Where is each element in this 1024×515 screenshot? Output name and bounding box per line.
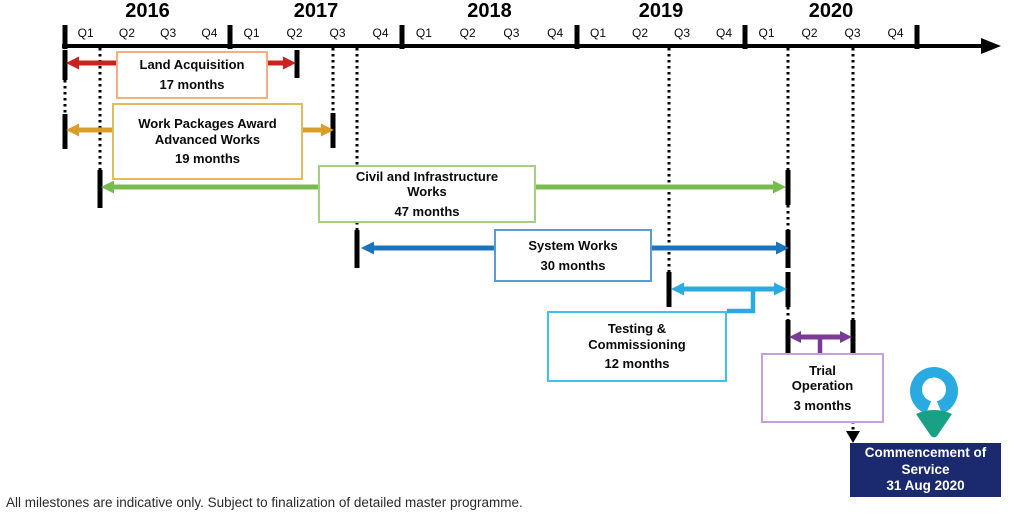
phase-title: System Works (528, 237, 618, 253)
phase-duration: 19 months (174, 151, 240, 167)
quarter-label: Q1 (243, 26, 260, 40)
phase-title: Work Packages Award (138, 116, 277, 132)
quarter-label: Q3 (160, 26, 177, 40)
quarter-label: Q3 (329, 26, 346, 40)
phase-duration: 30 months (540, 257, 606, 273)
quarter-label: Q4 (372, 26, 389, 40)
phase-title: Testing & (607, 321, 667, 337)
quarters-2017: Q1 Q2 Q3 Q4 (230, 26, 402, 40)
phase-duration: 17 months (159, 77, 225, 92)
service-milestone-arrow (846, 431, 860, 443)
phase-box-trial-operation: Trial Operation 3 months (761, 353, 884, 423)
year-label-2020: 2020 (808, 0, 854, 22)
quarter-label: Q4 (715, 26, 732, 40)
phase-box-system-works: System Works 30 months (494, 229, 652, 282)
phase-title: Advanced Works (154, 131, 261, 147)
phase-title: Land Acquisition (139, 57, 245, 73)
quarter-label: Q4 (201, 26, 218, 40)
quarter-label: Q1 (589, 26, 606, 40)
map-pin-icon (910, 367, 958, 438)
quarter-label: Q3 (673, 26, 690, 40)
quarter-label: Q2 (801, 26, 818, 40)
phase-title: Civil and Infrastructure (355, 168, 499, 184)
phase-title: Operation (791, 378, 854, 394)
quarters-2020: Q1 Q2 Q3 Q4 (745, 26, 917, 40)
footer-disclaimer: All milestones are indicative only. Subj… (6, 495, 523, 510)
quarter-label: Q2 (286, 26, 303, 40)
phase-box-testing-commissioning: Testing & Commissioning 12 months (547, 311, 727, 382)
axis-arrowhead-icon (981, 38, 1001, 54)
quarter-label: Q2 (631, 26, 648, 40)
milestone-date: 31 Aug 2020 (886, 478, 965, 494)
commencement-of-service-box: Commencement of Service 31 Aug 2020 (850, 443, 1001, 497)
year-label-2016: 2016 (125, 0, 170, 22)
quarter-label: Q3 (844, 26, 861, 40)
timeline-axis (62, 25, 1001, 54)
trial-operation-arrow (789, 331, 852, 354)
quarter-label: Q2 (118, 26, 135, 40)
quarter-label: Q1 (415, 26, 432, 40)
quarter-label: Q4 (887, 26, 904, 40)
phase-duration: 47 months (394, 203, 460, 219)
quarter-label: Q1 (758, 26, 775, 40)
year-label-2018: 2018 (467, 0, 512, 22)
testing-commissioning-arrow (671, 282, 787, 314)
phase-box-civil-infrastructure: Civil and Infrastructure Works 47 months (318, 165, 536, 223)
milestone-title: Commencement of (864, 444, 987, 460)
phase-title: Trial (809, 362, 836, 378)
milestone-title: Service (901, 461, 950, 477)
phase-duration: 3 months (793, 397, 852, 413)
phase-title: Works (407, 184, 447, 200)
phase-box-work-packages: Work Packages Award Advanced Works 19 mo… (112, 103, 303, 180)
quarter-label: Q1 (77, 26, 94, 40)
year-label-2019: 2019 (638, 0, 684, 22)
quarters-2016: Q1 Q2 Q3 Q4 (65, 26, 230, 40)
quarter-label: Q2 (459, 26, 476, 40)
quarters-2018: Q1 Q2 Q3 Q4 (402, 26, 577, 40)
phase-title: Commissioning (588, 336, 686, 352)
phase-duration: 12 months (604, 356, 670, 372)
quarters-2019: Q1 Q2 Q3 Q4 (577, 26, 745, 40)
year-label-2017: 2017 (293, 0, 339, 22)
phase-box-land-acquisition: Land Acquisition 17 months (116, 51, 268, 99)
quarter-label: Q3 (503, 26, 520, 40)
quarter-label: Q4 (547, 26, 564, 40)
